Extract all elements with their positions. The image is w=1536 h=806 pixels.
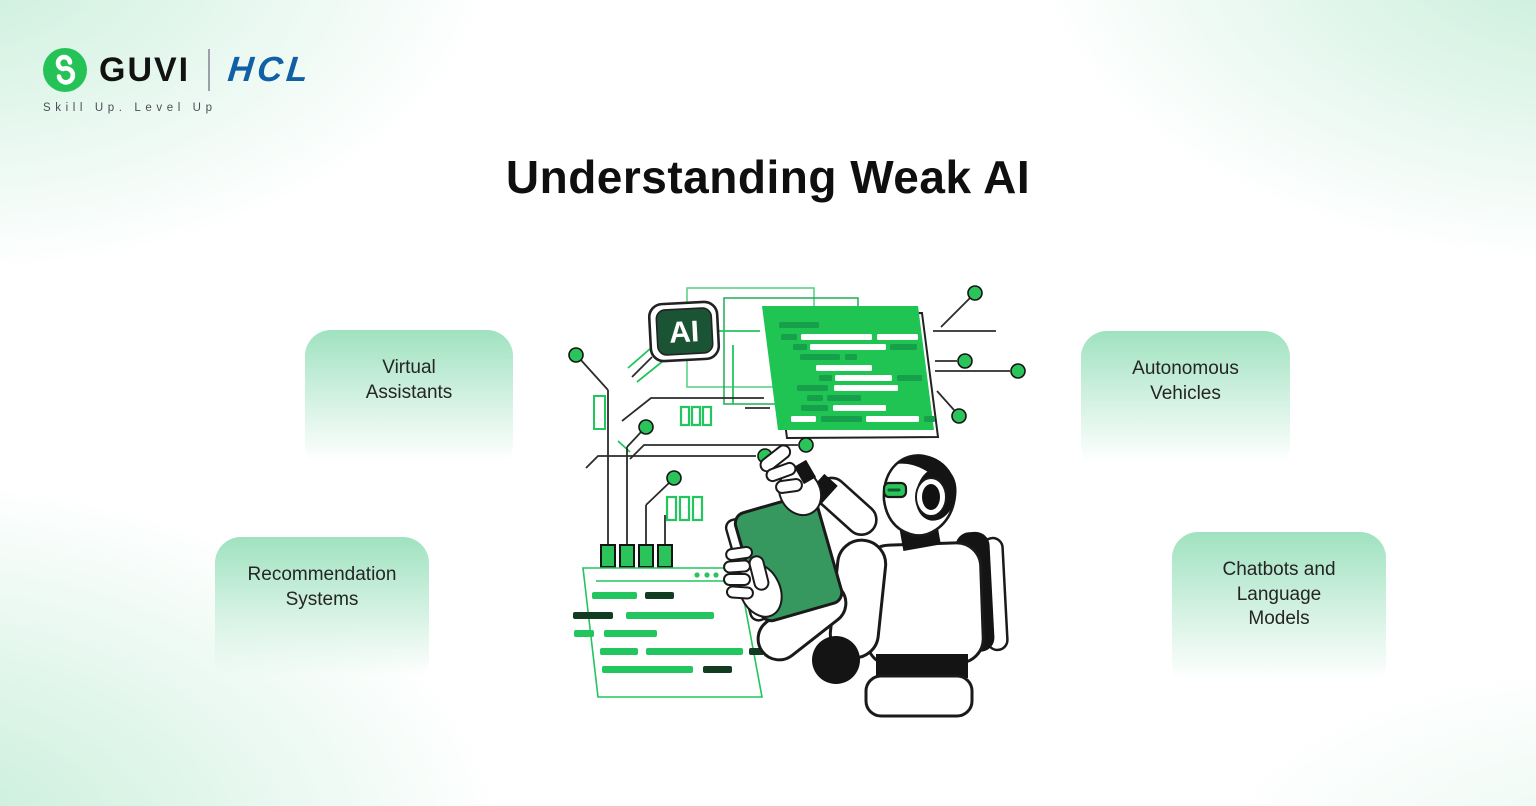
connector-pin-groups	[665, 405, 713, 522]
robot-head	[882, 454, 957, 537]
code-panel-lines	[779, 322, 935, 422]
guvi-logo-icon	[43, 48, 87, 92]
brand-header: GUVI HCL Skill Up. Level Up	[43, 46, 315, 114]
circuit-node-dots	[568, 285, 1026, 486]
page-title: Understanding Weak AI	[505, 151, 1031, 203]
brand-divider	[208, 49, 211, 91]
hcl-wordmark: HCL	[226, 50, 315, 89]
circuit-traces-left	[579, 356, 798, 545]
ai-chip-label: AI	[668, 315, 700, 350]
card-label: Autonomous Vehicles	[1132, 358, 1239, 404]
guvi-wordmark: GUVI	[99, 50, 191, 89]
code-panel	[762, 306, 940, 440]
robot-hand-grip	[723, 545, 783, 618]
card-label: Recommendation Systems	[247, 564, 397, 610]
robot-icon	[723, 444, 1009, 718]
card-label: Chatbots and Language Models	[1222, 559, 1336, 630]
circuit-traces-right	[933, 297, 1010, 411]
card-recommendation-systems: Recommendation Systems	[215, 537, 429, 685]
card-autonomous-vehicles: Autonomous Vehicles	[1081, 331, 1290, 471]
connector-pins	[600, 544, 673, 568]
brand-tagline: Skill Up. Level Up	[43, 102, 217, 114]
code-document	[573, 567, 764, 698]
card-label: Virtual Assistants	[365, 357, 453, 403]
weak-ai-illustration: AI	[568, 285, 1026, 718]
card-virtual-assistants: Virtual Assistants	[305, 330, 513, 470]
robot-hand-point	[759, 444, 823, 517]
card-chatbots-language-models: Chatbots and Language Models	[1172, 532, 1386, 690]
ai-chip-icon: AI	[647, 300, 721, 363]
code-document-lines	[573, 592, 764, 673]
